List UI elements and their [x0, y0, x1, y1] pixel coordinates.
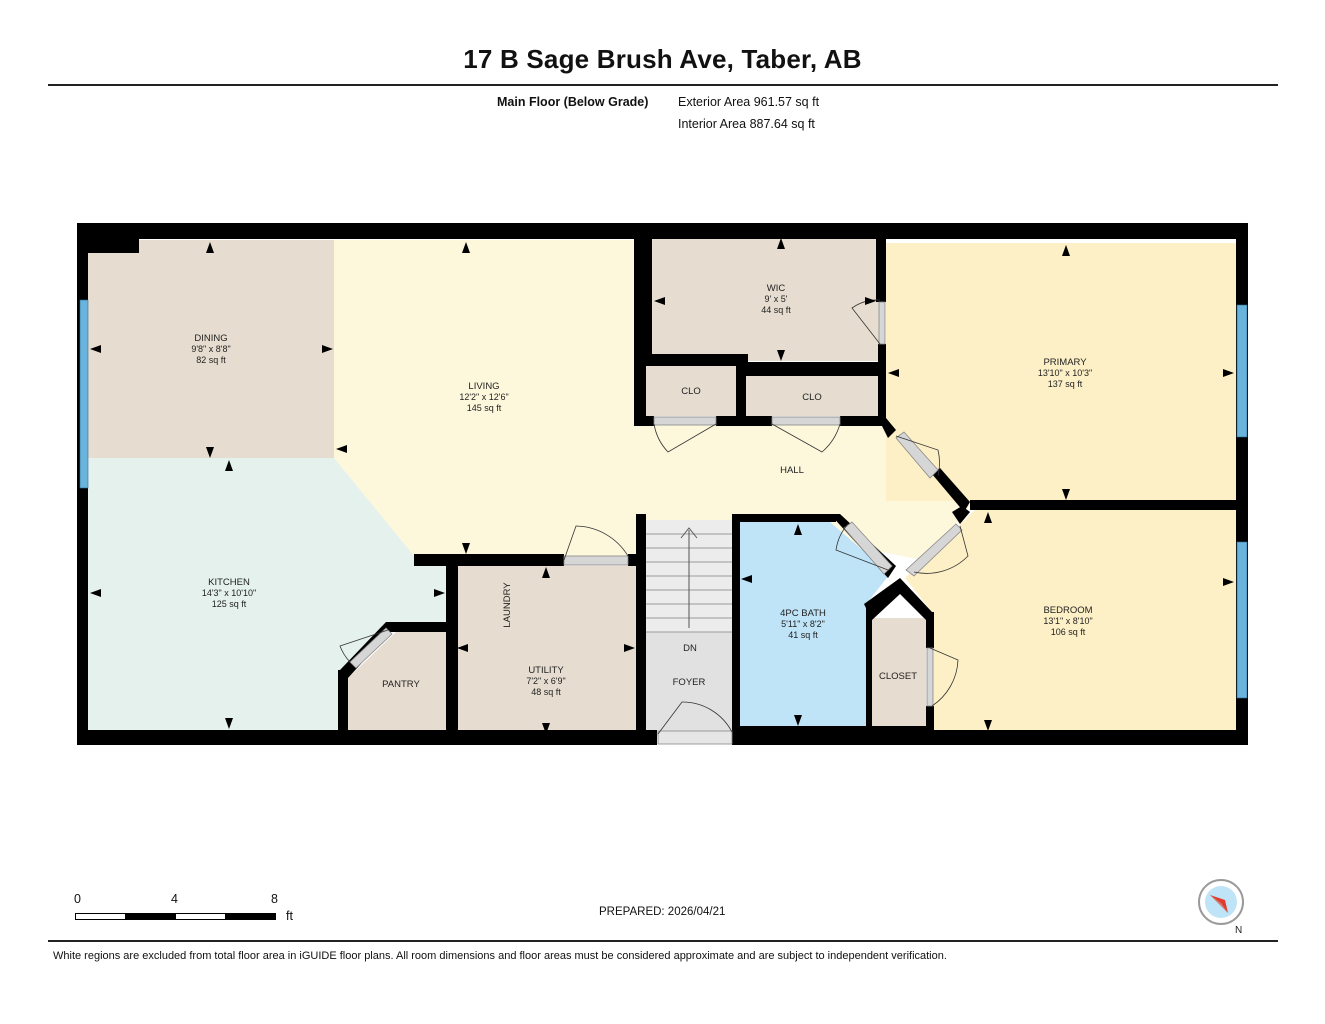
wic-area: 44 sq ft: [761, 305, 791, 315]
clo-1-label: CLO: [681, 386, 701, 397]
hall-label: HALL: [780, 465, 804, 476]
exterior-area: Exterior Area 961.57 sq ft: [678, 95, 820, 109]
bath-fill[interactable]: [740, 522, 890, 726]
primary-area: 137 sq ft: [1048, 379, 1083, 389]
door-closet-1: [653, 416, 717, 453]
door-closet-3: [926, 647, 959, 707]
windows: [79, 299, 1248, 699]
living-hall-fill[interactable]: [334, 240, 970, 562]
staircase[interactable]: [646, 527, 732, 633]
scale-tick-0: 0: [74, 892, 81, 906]
bath-dims: 5'11" x 8'2": [781, 619, 825, 629]
bedroom-name: BEDROOM: [1043, 605, 1092, 616]
floor-name: Main Floor (Below Grade): [497, 95, 649, 109]
page-title: 17 B Sage Brush Ave, Taber, AB: [463, 44, 862, 74]
wic-fill[interactable]: [650, 237, 880, 361]
dimension-arrows: [90, 238, 1234, 734]
kitchen-name: KITCHEN: [208, 577, 250, 588]
header-divider: [48, 84, 1278, 86]
living-name: LIVING: [468, 381, 499, 392]
footer-divider: [48, 940, 1278, 942]
living-area: 145 sq ft: [467, 403, 502, 413]
utility-area: 48 sq ft: [531, 687, 561, 697]
interior-area: Interior Area 887.64 sq ft: [678, 117, 815, 131]
doors[interactable]: [339, 299, 969, 745]
door-utility: [563, 525, 629, 566]
closet-label: CLOSET: [879, 671, 917, 682]
pantry-fill[interactable]: [348, 632, 446, 730]
laundry-label: LAUNDRY: [502, 582, 513, 628]
door-bedroom: [905, 523, 969, 577]
compass-north-label: N: [1235, 925, 1242, 936]
room-fills: [88, 237, 1236, 736]
window-west: [79, 299, 89, 489]
bedroom-area: 106 sq ft: [1051, 627, 1086, 637]
closet-3-fill[interactable]: [872, 618, 926, 730]
dining-name: DINING: [194, 333, 227, 344]
wic-dims: 9' x 5': [765, 294, 788, 304]
bedroom-fill[interactable]: [905, 510, 1236, 732]
utility-fill[interactable]: [456, 566, 636, 734]
kitchen-area: 125 sq ft: [212, 599, 247, 609]
scale-tick-4: 4: [171, 892, 178, 906]
compass-icon: N: [1197, 878, 1251, 938]
dn-label: DN: [683, 643, 697, 654]
foyer-fill[interactable]: [646, 632, 732, 736]
primary-dims: 13'10" x 10'3": [1038, 368, 1092, 378]
scale-bar: 0 4 8 ft: [74, 892, 335, 932]
window-east-2: [1236, 541, 1248, 699]
kitchen-fill[interactable]: [88, 458, 446, 730]
kitchen-dims: 14'3" x 10'10": [202, 588, 256, 598]
primary-fill[interactable]: [886, 243, 1236, 501]
living-dims: 12'2" x 12'6": [459, 392, 508, 402]
door-bath: [835, 521, 893, 575]
bath-name: 4PC BATH: [780, 608, 826, 619]
primary-name: PRIMARY: [1043, 357, 1087, 368]
scale-unit: ft: [286, 909, 293, 923]
bath-area: 41 sq ft: [788, 630, 818, 640]
door-pantry: [339, 627, 393, 669]
door-entry: [657, 701, 733, 745]
clo-2-label: CLO: [802, 392, 822, 403]
pantry-label: PANTRY: [382, 679, 420, 690]
utility-dims: 7'2" x 6'9": [526, 676, 565, 686]
door-closet-2: [771, 416, 841, 453]
window-east-1: [1236, 304, 1248, 438]
door-primary: [895, 431, 940, 479]
bedroom-dims: 13'1" x 8'10": [1043, 616, 1092, 626]
prepared-date: PREPARED: 2026/04/21: [599, 906, 726, 918]
dining-dims: 9'8" x 8'8": [191, 344, 230, 354]
door-wic: [851, 299, 886, 345]
dining-fill[interactable]: [88, 240, 334, 458]
utility-name: UTILITY: [528, 665, 564, 676]
foyer-label: FOYER: [673, 677, 706, 688]
scale-tick-8: 8: [271, 892, 278, 906]
closet-1-fill[interactable]: [644, 366, 738, 416]
dining-area: 82 sq ft: [196, 355, 226, 365]
disclaimer: White regions are excluded from total fl…: [53, 950, 947, 962]
wic-name: WIC: [767, 283, 786, 294]
room-labels: DINING 9'8" x 8'8" 82 sq ft LIVING 12'2"…: [191, 283, 1092, 697]
closet-2-fill[interactable]: [746, 376, 878, 416]
